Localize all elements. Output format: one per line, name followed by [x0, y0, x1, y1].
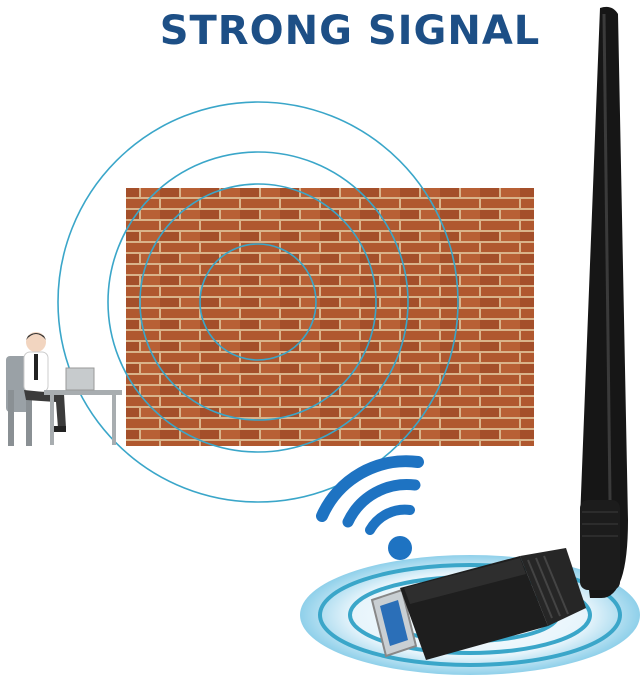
brick-wall	[126, 188, 534, 446]
person-at-desk-icon	[6, 332, 122, 446]
antenna	[580, 6, 628, 599]
wifi-icon	[316, 455, 424, 560]
headline: STRONG SIGNAL	[159, 8, 541, 54]
usb-adapter	[370, 548, 586, 660]
signal-rings	[57, 101, 459, 503]
